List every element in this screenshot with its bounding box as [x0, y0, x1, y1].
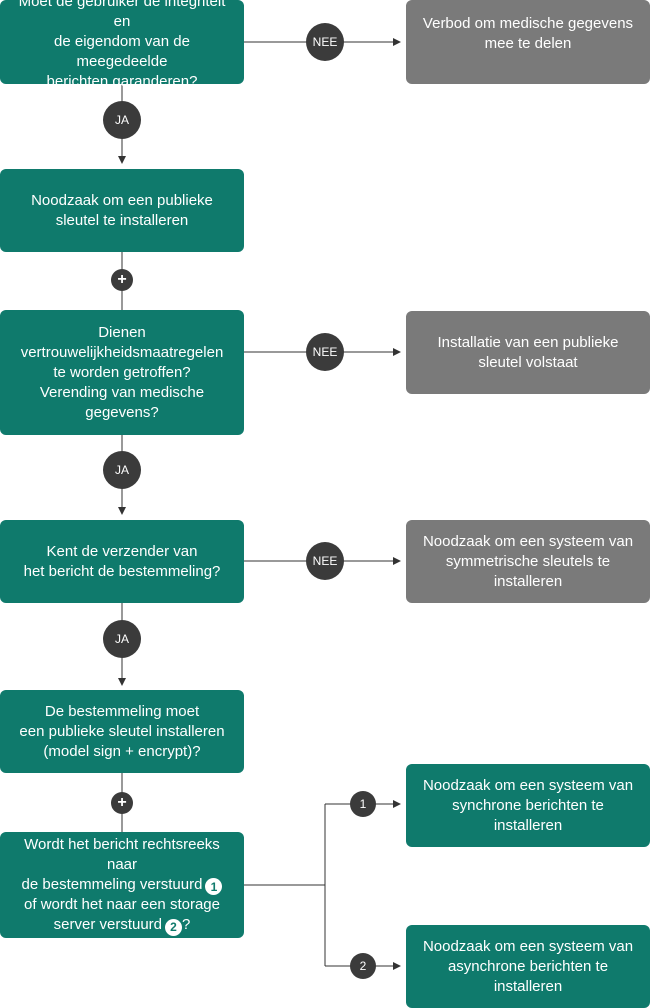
result-public-key: Noodzaak om een publieke sleutel te inst… — [0, 169, 244, 252]
option-1-label: 1 — [359, 797, 367, 811]
result-recipient-public-key-text: De bestemmeling moet een publieke sleute… — [19, 702, 225, 760]
question-integrity-text: Moet de gebruiker de integriteit en de e… — [18, 0, 226, 90]
no-badge-1: NEE — [306, 23, 344, 61]
question-direct-line-4: server verstuurd — [53, 916, 163, 933]
result-symmetric-keys: Noodzaak om een systeem van symmetrische… — [406, 520, 650, 603]
plus-badge-1: + — [111, 269, 133, 291]
result-recipient-public-key: De bestemmeling moet een publieke sleute… — [0, 690, 244, 773]
no-label: NEE — [312, 554, 338, 568]
result-public-key-text: Noodzaak om een publieke sleutel te inst… — [31, 191, 213, 229]
result-public-key-sufficient: Installatie van een publieke sleutel vol… — [406, 311, 650, 394]
plus-label: + — [117, 794, 127, 811]
no-badge-2: NEE — [306, 333, 344, 371]
no-label: NEE — [312, 345, 338, 359]
question-mark: ? — [182, 916, 191, 933]
question-integrity: Moet de gebruiker de integriteit en de e… — [0, 0, 244, 90]
result-asynchronous-text: Noodzaak om een systeem van asynchrone b… — [422, 937, 634, 995]
option-1-circle: 1 — [350, 791, 376, 817]
option-2-badge: 2 — [165, 918, 183, 936]
yes-label: JA — [114, 632, 129, 646]
question-know-recipient-text: Kent de verzender van het bericht de bes… — [23, 542, 221, 580]
option-2-circle: 2 — [350, 953, 376, 979]
yes-label: JA — [114, 463, 129, 477]
result-forbid-sharing-text: Verbod om medische gegevens mee te delen — [422, 15, 634, 52]
yes-label: JA — [114, 113, 129, 127]
option-1-badge: 1 — [205, 878, 223, 895]
question-confidentiality: Dienen vertrouwelijkheidsmaatregelen te … — [0, 310, 244, 435]
plus-label: + — [117, 271, 127, 288]
result-public-key-sufficient-text: Installatie van een publieke sleutel vol… — [437, 333, 619, 371]
no-badge-3: NEE — [306, 542, 344, 580]
no-label: NEE — [312, 35, 338, 49]
option-2-label: 2 — [359, 959, 367, 973]
result-symmetric-keys-text: Noodzaak om een systeem van symmetrische… — [422, 532, 634, 590]
result-forbid-sharing: Verbod om medische gegevens mee te delen — [406, 0, 650, 84]
question-confidentiality-text: Dienen vertrouwelijkheidsmaatregelen te … — [20, 323, 224, 421]
question-direct-or-storage: Wordt het bericht rechtsreeks naar de be… — [0, 832, 244, 938]
yes-badge-2: JA — [103, 451, 141, 489]
yes-badge-3: JA — [103, 620, 141, 658]
result-synchronous-text: Noodzaak om een systeem van synchrone be… — [422, 776, 634, 834]
result-synchronous: Noodzaak om een systeem van synchrone be… — [406, 764, 650, 847]
plus-badge-2: + — [111, 792, 133, 814]
question-direct-line-3: of wordt het naar een storage — [24, 896, 220, 913]
question-direct-line-1: Wordt het bericht rechtsreeks naar — [24, 835, 220, 873]
question-direct-line-2: de bestemmeling verstuurd — [21, 875, 203, 893]
result-asynchronous: Noodzaak om een systeem van asynchrone b… — [406, 925, 650, 1008]
yes-badge-1: JA — [103, 101, 141, 139]
question-know-recipient: Kent de verzender van het bericht de bes… — [0, 520, 244, 603]
